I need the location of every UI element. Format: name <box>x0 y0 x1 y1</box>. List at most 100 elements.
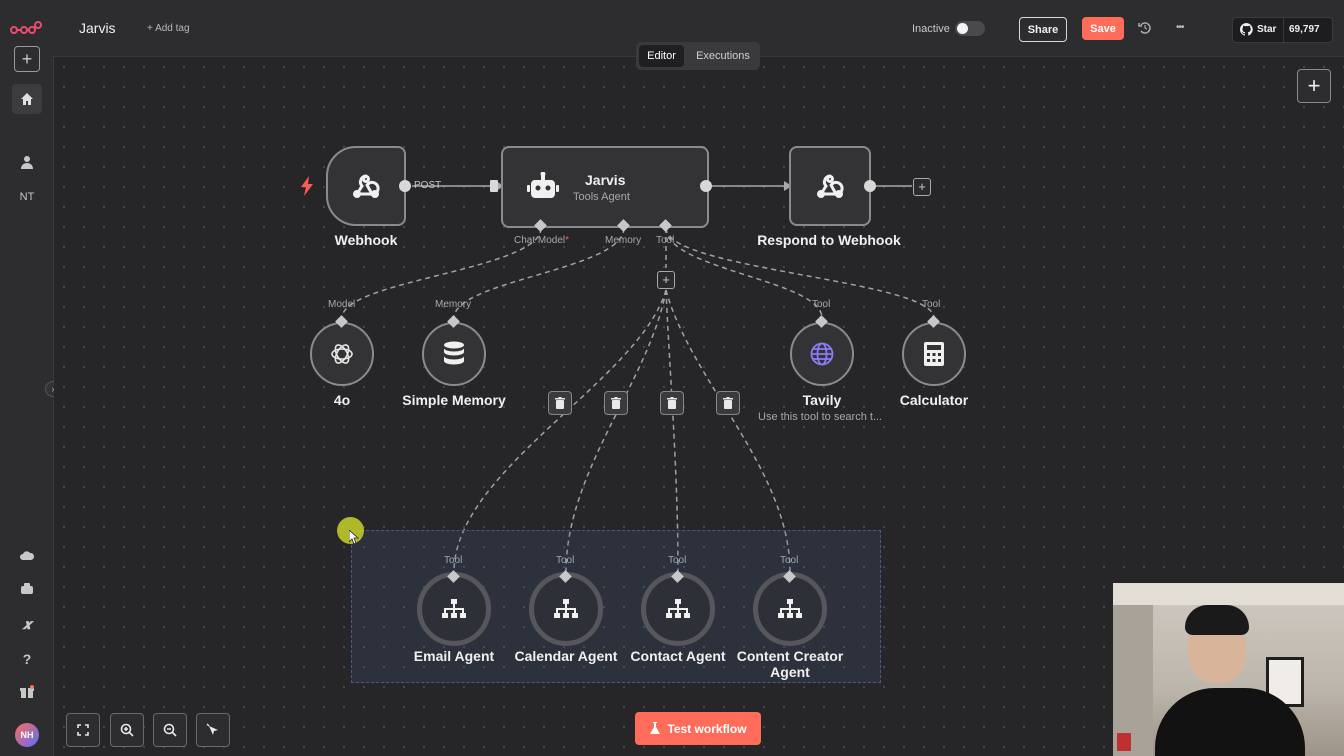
tavily-node-description: Use this tool to search t... <box>758 411 883 423</box>
calculator-node-label: Calculator <box>899 392 969 408</box>
calculator-icon <box>924 342 944 366</box>
webhook-output-port[interactable] <box>399 180 411 192</box>
webhook-icon <box>817 174 844 198</box>
content-creator-label-line2: Agent <box>770 664 810 680</box>
left-wall <box>1113 605 1153 756</box>
simple-memory-node[interactable] <box>422 322 486 386</box>
contact-agent-node[interactable] <box>641 572 715 646</box>
memory-port-label: Memory <box>605 235 642 246</box>
test-workflow-label: Test workflow <box>667 721 747 736</box>
add-next-node-plus-button[interactable]: + <box>913 178 931 196</box>
add-workflow-button[interactable]: + <box>14 46 40 72</box>
project-initials[interactable]: NT <box>19 191 35 203</box>
email-port-label: Tool <box>444 555 463 566</box>
more-options-icon[interactable]: ••• <box>1176 22 1184 33</box>
user-icon[interactable] <box>12 147 42 177</box>
openai-model-node[interactable] <box>310 322 374 386</box>
github-star-widget[interactable]: Star 69,797 <box>1232 17 1333 43</box>
user-avatar[interactable]: NH <box>15 723 39 747</box>
toggle-knob <box>957 23 968 34</box>
sitemap-icon <box>666 599 690 618</box>
model-port-label: Model <box>328 299 356 310</box>
trash-icon <box>611 397 621 409</box>
model-node-label: 4o <box>333 392 351 408</box>
person-hair <box>1185 605 1249 635</box>
fullscreen-icon <box>77 724 89 736</box>
jarvis-output-port[interactable] <box>700 180 712 192</box>
history-icon[interactable] <box>1138 21 1154 37</box>
calendar-port-label: Tool <box>556 555 575 566</box>
variables-icon[interactable]: 𝒙 <box>22 615 32 632</box>
respond-output-port[interactable] <box>864 180 876 192</box>
home-icon[interactable] <box>12 84 42 114</box>
trash-icon <box>723 397 733 409</box>
templates-icon[interactable] <box>12 574 42 604</box>
tidy-up-button[interactable] <box>196 713 230 747</box>
add-tool-plus-button[interactable]: + <box>657 271 675 289</box>
tool-port-label: Tool <box>656 235 675 246</box>
tavily-port-label: Tool <box>812 299 831 310</box>
tab-editor[interactable]: Editor <box>639 45 684 67</box>
n8n-logo-icon[interactable] <box>9 13 43 43</box>
zoom-in-button[interactable] <box>110 713 144 747</box>
tavily-node-label: Tavily <box>802 392 842 408</box>
required-asterisk: * <box>565 235 570 246</box>
github-star-label: Star <box>1257 24 1277 35</box>
webcam-video-overlay <box>1113 583 1344 756</box>
calendar-agent-label: Calendar Agent <box>514 648 618 664</box>
desk-object <box>1117 733 1131 751</box>
tab-executions[interactable]: Executions <box>696 50 750 62</box>
memory-sub-port-label: Memory <box>435 299 472 310</box>
email-agent-label: Email Agent <box>413 648 495 664</box>
respond-to-webhook-node[interactable] <box>789 146 871 226</box>
open-nodes-panel-button[interactable]: + <box>1297 69 1331 103</box>
zoom-out-button[interactable] <box>153 713 187 747</box>
jarvis-agent-node[interactable]: Jarvis Tools Agent <box>501 146 709 228</box>
content-creator-agent-node[interactable] <box>753 572 827 646</box>
webhook-icon <box>353 174 380 198</box>
sitemap-icon <box>778 599 802 618</box>
calculator-tool-node[interactable] <box>902 322 966 386</box>
jarvis-node-subtitle: Tools Agent <box>573 191 630 203</box>
zoom-in-icon <box>120 723 134 737</box>
left-sidebar: + NT 𝒙 ? NH › <box>0 0 61 756</box>
memory-node-label: Simple Memory <box>402 392 506 408</box>
delete-connection-button[interactable] <box>604 391 628 415</box>
calendar-agent-node[interactable] <box>529 572 603 646</box>
jarvis-input-port[interactable] <box>490 180 498 192</box>
save-button[interactable]: Save <box>1082 17 1124 40</box>
contact-agent-label: Contact Agent <box>630 648 726 664</box>
content-creator-label-line1: Content Creator <box>736 648 844 664</box>
contact-port-label: Tool <box>668 555 687 566</box>
email-agent-node[interactable] <box>417 572 491 646</box>
workflow-name[interactable]: Jarvis <box>79 20 116 36</box>
github-star-count: 69,797 <box>1289 24 1320 35</box>
delete-connection-button[interactable] <box>548 391 572 415</box>
flask-icon <box>650 722 661 734</box>
test-workflow-button[interactable]: Test workflow <box>635 712 761 745</box>
webhook-node[interactable] <box>326 146 406 226</box>
openai-icon <box>331 344 353 364</box>
jarvis-node-title: Jarvis <box>585 172 626 188</box>
trash-icon <box>555 397 565 409</box>
cloud-icon[interactable] <box>12 540 42 570</box>
trigger-bolt-icon <box>300 176 314 201</box>
gift-icon[interactable] <box>12 677 42 707</box>
sitemap-icon <box>442 599 466 618</box>
add-tag-link[interactable]: + Add tag <box>147 23 190 34</box>
share-button[interactable]: Share <box>1019 17 1067 42</box>
globe-icon <box>810 342 834 366</box>
webhook-node-label: Webhook <box>334 232 398 248</box>
help-icon[interactable]: ? <box>22 651 32 667</box>
sitemap-icon <box>554 599 578 618</box>
github-icon <box>1239 23 1254 37</box>
calculator-port-label: Tool <box>922 299 941 310</box>
delete-connection-button[interactable] <box>660 391 684 415</box>
active-toggle[interactable] <box>955 21 985 36</box>
cursor-sparkle-icon <box>206 723 218 735</box>
delete-connection-button[interactable] <box>716 391 740 415</box>
fit-view-button[interactable] <box>66 713 100 747</box>
ceiling <box>1113 583 1344 605</box>
tavily-tool-node[interactable] <box>790 322 854 386</box>
